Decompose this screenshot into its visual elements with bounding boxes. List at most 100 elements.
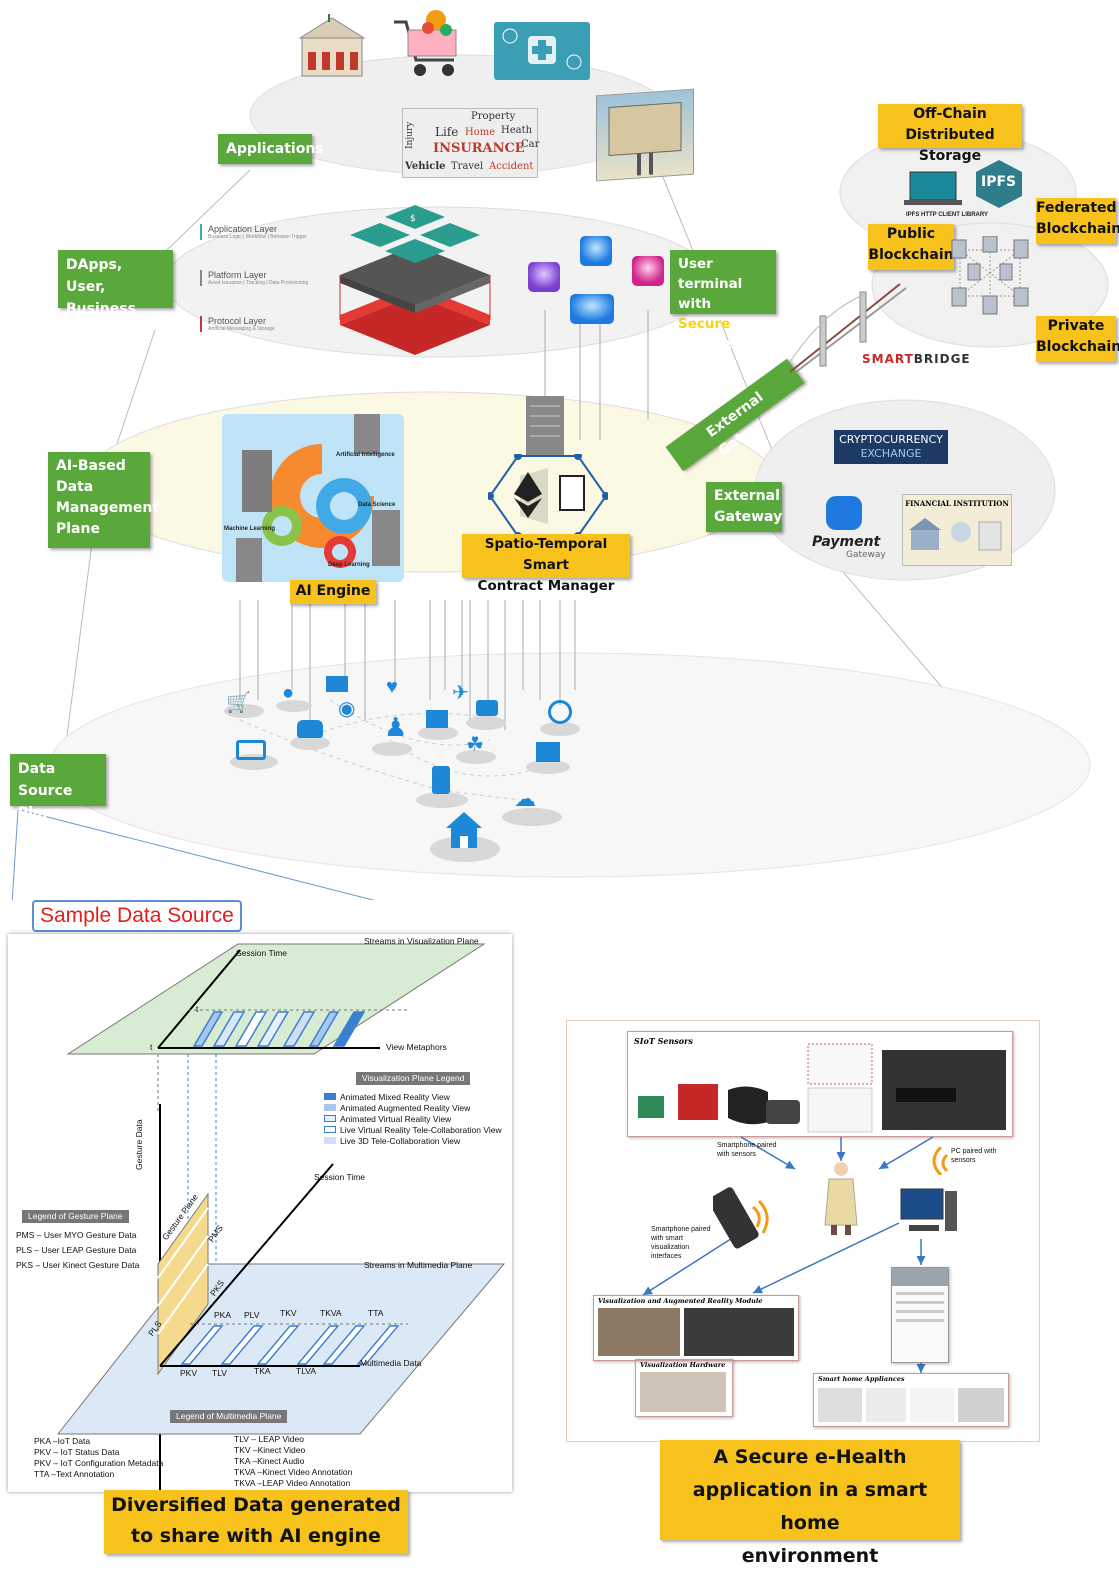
t0-label: t xyxy=(150,1042,153,1052)
insurance-word: Life xyxy=(435,125,459,139)
icon-base xyxy=(418,726,458,740)
vr-photo xyxy=(598,1308,680,1356)
laptop-icon xyxy=(236,740,266,760)
ehealth-arrows xyxy=(642,1136,934,1373)
user-terminal-label: User terminal with Secure Wallets xyxy=(670,250,776,352)
payment-shield-icon xyxy=(826,496,862,530)
vis-legend: Animated Mixed Reality View Animated Aug… xyxy=(324,1092,502,1147)
wifi-signal-icon xyxy=(917,1145,951,1177)
ai-engine-graphic: Artificial Intelligence Data Science Mac… xyxy=(222,402,404,582)
phone-app-screen xyxy=(891,1267,949,1363)
pc-sensors-label: PC paired with sensors xyxy=(951,1148,997,1164)
icon-base xyxy=(456,750,496,764)
shopping-cart-icon xyxy=(388,8,466,82)
gesture-legend-item: PMS – User MYO Gesture Data xyxy=(16,1230,137,1240)
mm-legend-title: Legend of Multimedia Plane xyxy=(170,1410,288,1423)
location-pin-icon: ◉ xyxy=(338,698,356,720)
cart-icon: 🛒 xyxy=(226,692,251,714)
smart-contract-graphic xyxy=(488,454,608,538)
gesture-legend: PMS – User MYO Gesture Data PLS – User L… xyxy=(16,1230,139,1271)
platform-layer-label: Platform Layer Asset Issuance | Tracking… xyxy=(200,270,308,286)
ai-management-plane-label: AI-Based Data Management Plane xyxy=(48,452,159,548)
insurance-word: Accident xyxy=(489,161,534,172)
data-source-plane-label: Data Source Plane xyxy=(10,754,106,821)
mm-legend-item: PKV – IoT Status Data xyxy=(34,1447,120,1457)
person-icon: ♟ xyxy=(384,712,408,742)
government-building-icon xyxy=(298,12,366,80)
mm-code: TKA xyxy=(254,1366,271,1376)
vis-ar-module: Visualization and Augmented Reality Modu… xyxy=(593,1295,799,1361)
public-blockchain-label: Public Blockchain xyxy=(868,224,954,270)
siot-sensors-box: SIoT Sensors xyxy=(627,1031,1013,1137)
insurance-word: Travel xyxy=(451,161,484,172)
secure-word: Secure xyxy=(678,316,731,332)
heartbeat-icon: ♥ xyxy=(386,676,398,698)
gesture-legend-item: PLS – User LEAP Gesture Data xyxy=(16,1245,137,1255)
airplane-icon: ✈ xyxy=(452,682,469,704)
smartphone-icon xyxy=(708,1187,773,1257)
applications-label: Applications xyxy=(218,134,324,164)
mail-icon xyxy=(326,676,348,692)
vis-legend-item: Animated Augmented Reality View xyxy=(324,1103,502,1114)
hardware-photo xyxy=(640,1372,726,1412)
camera-icon xyxy=(476,700,498,716)
gesture-legend-title: Legend of Gesture Plane xyxy=(22,1210,129,1223)
appliance-photo xyxy=(910,1388,954,1422)
icon-base xyxy=(416,792,468,808)
insurance-image: Property Life Home Heath Injury Car INSU… xyxy=(402,108,540,178)
ar-photo xyxy=(684,1308,794,1356)
mm-legend-item: TKA –Kinect Audio xyxy=(234,1456,305,1466)
smart-bridge-graphic xyxy=(790,283,907,373)
insurance-word: Property xyxy=(471,111,516,122)
ai-label: Artificial Intelligence xyxy=(336,452,395,458)
sample-data-panel: Streams in Visualization Plane Session T… xyxy=(8,934,512,1492)
insurance-word: Heath xyxy=(501,125,533,136)
deep-learning-label: Deep Learning xyxy=(328,562,370,568)
smartphone-vis-label: Smartphone paired with smart visualizati… xyxy=(651,1226,711,1260)
icon-base xyxy=(276,700,312,712)
mm-code: TKV xyxy=(280,1308,297,1318)
appliance-photo xyxy=(818,1388,862,1422)
vis-legend-item: Live Virtual Reality Tele-Collaboration … xyxy=(324,1125,502,1136)
multimedia-data-label: Multimedia Data xyxy=(360,1358,422,1368)
laptop-icon xyxy=(902,168,964,208)
insurance-word: Car xyxy=(521,139,540,150)
icon-base xyxy=(290,736,330,750)
globe-icon xyxy=(548,700,572,724)
mm-code: PKV xyxy=(180,1368,198,1378)
streams-vis-label: Streams in Visualization Plane xyxy=(364,936,479,946)
fridge-icon xyxy=(432,766,450,794)
mm-code: TLV xyxy=(212,1368,227,1378)
smartbridge-logo: SMARTBRIDGE xyxy=(862,352,971,366)
plane-diagram xyxy=(56,943,506,1492)
insurance-word: Home xyxy=(465,127,496,138)
mm-legend-item: PKV – IoT Configuration Metadata xyxy=(34,1458,164,1468)
ipfs-logo: IPFS xyxy=(974,158,1024,210)
view-metaphors-label: View Metaphors xyxy=(386,1042,447,1052)
gesture-legend-item: PKS – User Kinect Gesture Data xyxy=(16,1260,140,1270)
factory-icon xyxy=(536,742,560,762)
home-icon xyxy=(446,812,482,850)
ipfs-library-label: IPFS HTTP CLIENT LIBRARY xyxy=(906,212,989,218)
payment-gateway-sub: Gateway xyxy=(846,550,886,560)
mm-code: TKVA xyxy=(320,1308,342,1318)
mm-legend-item: TKVA –Kinect Video Annotation xyxy=(234,1467,353,1477)
mm-code: PLV xyxy=(244,1310,260,1320)
vis-hardware-module: Visualization Hardware xyxy=(635,1359,733,1417)
smart-home-label: Smart home Appliances xyxy=(818,1375,905,1383)
sample-data-source-title: Sample Data Source xyxy=(32,900,242,932)
machine-learning-label: Machine Learning xyxy=(224,526,276,532)
mm-legend-item: TKVA –LEAP Video Annotation xyxy=(234,1478,351,1488)
ehealth-panel: SIoT Sensors Smartphone paired with sens… xyxy=(566,1020,1040,1442)
financial-institution-image: FINANCIAL INSTITUTION xyxy=(902,494,1012,566)
icon-base xyxy=(224,704,264,718)
insurance-word: Injury xyxy=(405,121,415,149)
mm-code: PKA xyxy=(214,1310,232,1320)
plant-icon: ☘ xyxy=(466,734,484,756)
icon-base xyxy=(466,716,506,730)
buildings-icon xyxy=(426,710,448,728)
healthcare-icon xyxy=(494,22,590,80)
